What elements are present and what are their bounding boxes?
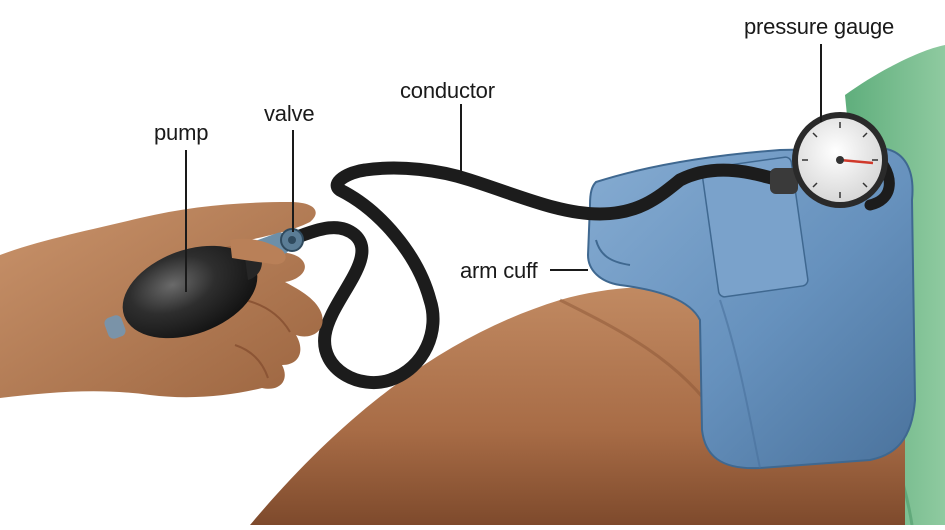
- label-pressure-gauge: pressure gauge: [744, 14, 894, 40]
- label-arm-cuff: arm cuff: [460, 258, 537, 284]
- label-pump: pump: [154, 120, 208, 146]
- label-valve: valve: [264, 101, 314, 127]
- label-conductor: conductor: [400, 78, 495, 104]
